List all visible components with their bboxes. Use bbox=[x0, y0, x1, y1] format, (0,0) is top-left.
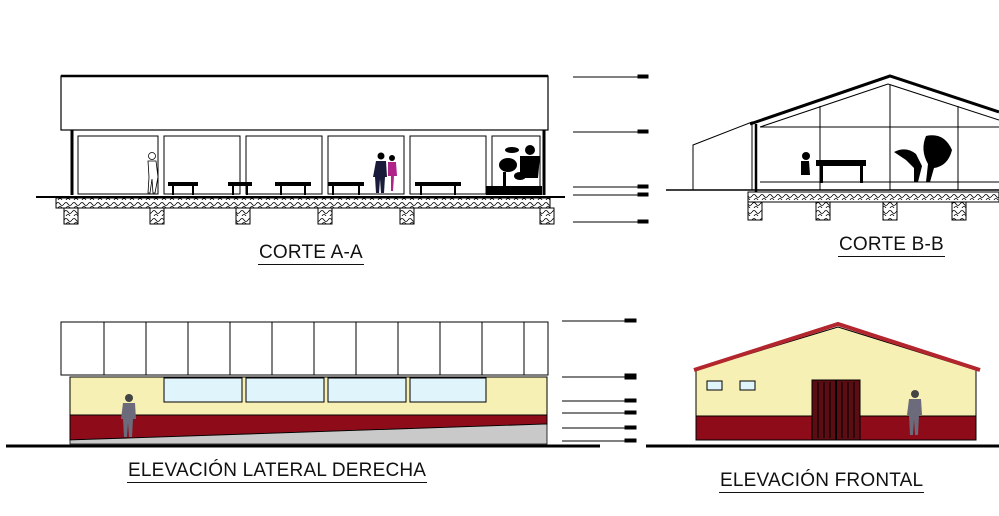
section-aa-title: CORTE A-A bbox=[258, 242, 364, 265]
section-bb-piano-silhouette bbox=[801, 152, 866, 183]
front-elevation-window-left bbox=[706, 380, 723, 391]
section-aa-band-silhouette bbox=[499, 145, 540, 186]
side-elevation-title: ELEVACIÓN LATERAL DERECHA bbox=[127, 460, 428, 483]
front-elevation-person bbox=[907, 390, 922, 435]
front-elevation-roof bbox=[693, 321, 981, 372]
section-bb-foundation bbox=[747, 191, 999, 203]
section-aa bbox=[36, 74, 649, 225]
section-bb-dancers-silhouette bbox=[894, 135, 952, 182]
side-elevation-roof bbox=[60, 321, 549, 376]
section-aa-stage bbox=[486, 186, 542, 195]
section-aa-level-marks bbox=[573, 74, 649, 224]
section-aa-footings bbox=[63, 207, 555, 225]
front-elevation-door bbox=[811, 379, 861, 441]
side-elevation bbox=[6, 318, 637, 448]
section-aa-roof bbox=[60, 75, 549, 131]
front-elevation bbox=[646, 321, 999, 448]
section-aa-dining-tables bbox=[168, 182, 461, 195]
section-bb-title: CORTE B-B bbox=[838, 234, 945, 257]
side-elevation-windows bbox=[163, 377, 487, 403]
side-elevation-person bbox=[121, 394, 136, 437]
section-aa-interior-panels bbox=[77, 135, 541, 195]
section-bb bbox=[666, 74, 999, 221]
side-elevation-level-marks bbox=[562, 318, 637, 443]
section-aa-foundation bbox=[55, 197, 551, 209]
front-elevation-window-right bbox=[739, 380, 756, 391]
section-bb-roof bbox=[749, 74, 999, 126]
front-elevation-wall bbox=[695, 326, 977, 417]
front-elevation-title: ELEVACIÓN FRONTAL bbox=[719, 470, 925, 493]
section-bb-footings bbox=[747, 201, 967, 221]
section-aa-people bbox=[147, 152, 397, 194]
section-bb-shed bbox=[692, 121, 753, 191]
